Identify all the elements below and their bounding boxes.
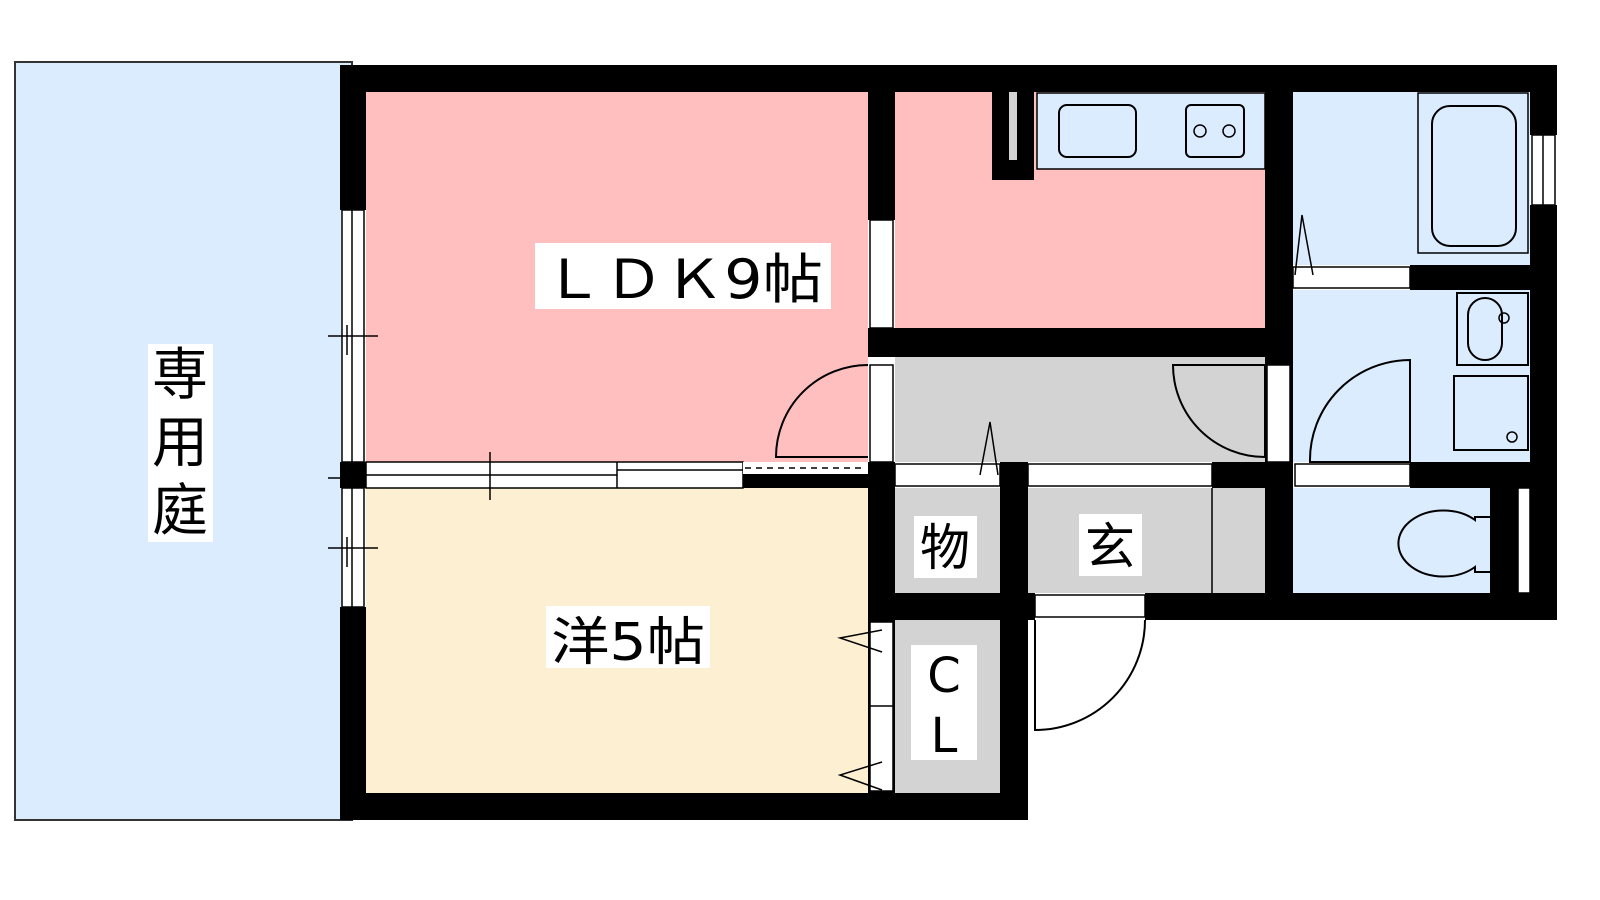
closet-label-c: C [927,648,961,704]
garden-windows [328,134,1556,608]
stove-icon [1185,104,1245,158]
western-label: 洋5帖 [551,613,705,673]
hallway [895,357,1265,462]
closet-label-l: L [931,708,958,764]
walls [340,65,1557,820]
label-ldk: ＬＤＫ9帖 [535,243,831,311]
sliding-doors[interactable] [365,452,868,500]
garden-label-3: 庭 [152,479,208,544]
label-entrance: 玄 [1079,514,1142,576]
washbasin-icon [1456,292,1529,366]
label-storage: 物 [914,516,977,578]
garden-label-1: 専 [152,343,208,408]
ldk-label: ＬＤＫ9帖 [543,248,823,311]
washing-machine-icon [1453,375,1529,451]
fridge-slot [1009,92,1017,160]
label-closet: C L [911,645,977,764]
door-openings[interactable] [774,214,1411,792]
toilet-icon [1397,509,1490,578]
toilet-room [1293,488,1490,593]
bathtub-icon [1417,92,1529,254]
label-western: 洋5帖 [546,606,710,673]
label-garden: 専 用 庭 [148,343,213,544]
entrance-area [1028,488,1265,593]
kitchen-counter [1036,92,1266,170]
storage-label: 物 [920,519,970,577]
garden-label-2: 用 [152,411,208,476]
sink-icon [1058,104,1137,158]
entrance-label: 玄 [1085,518,1135,576]
